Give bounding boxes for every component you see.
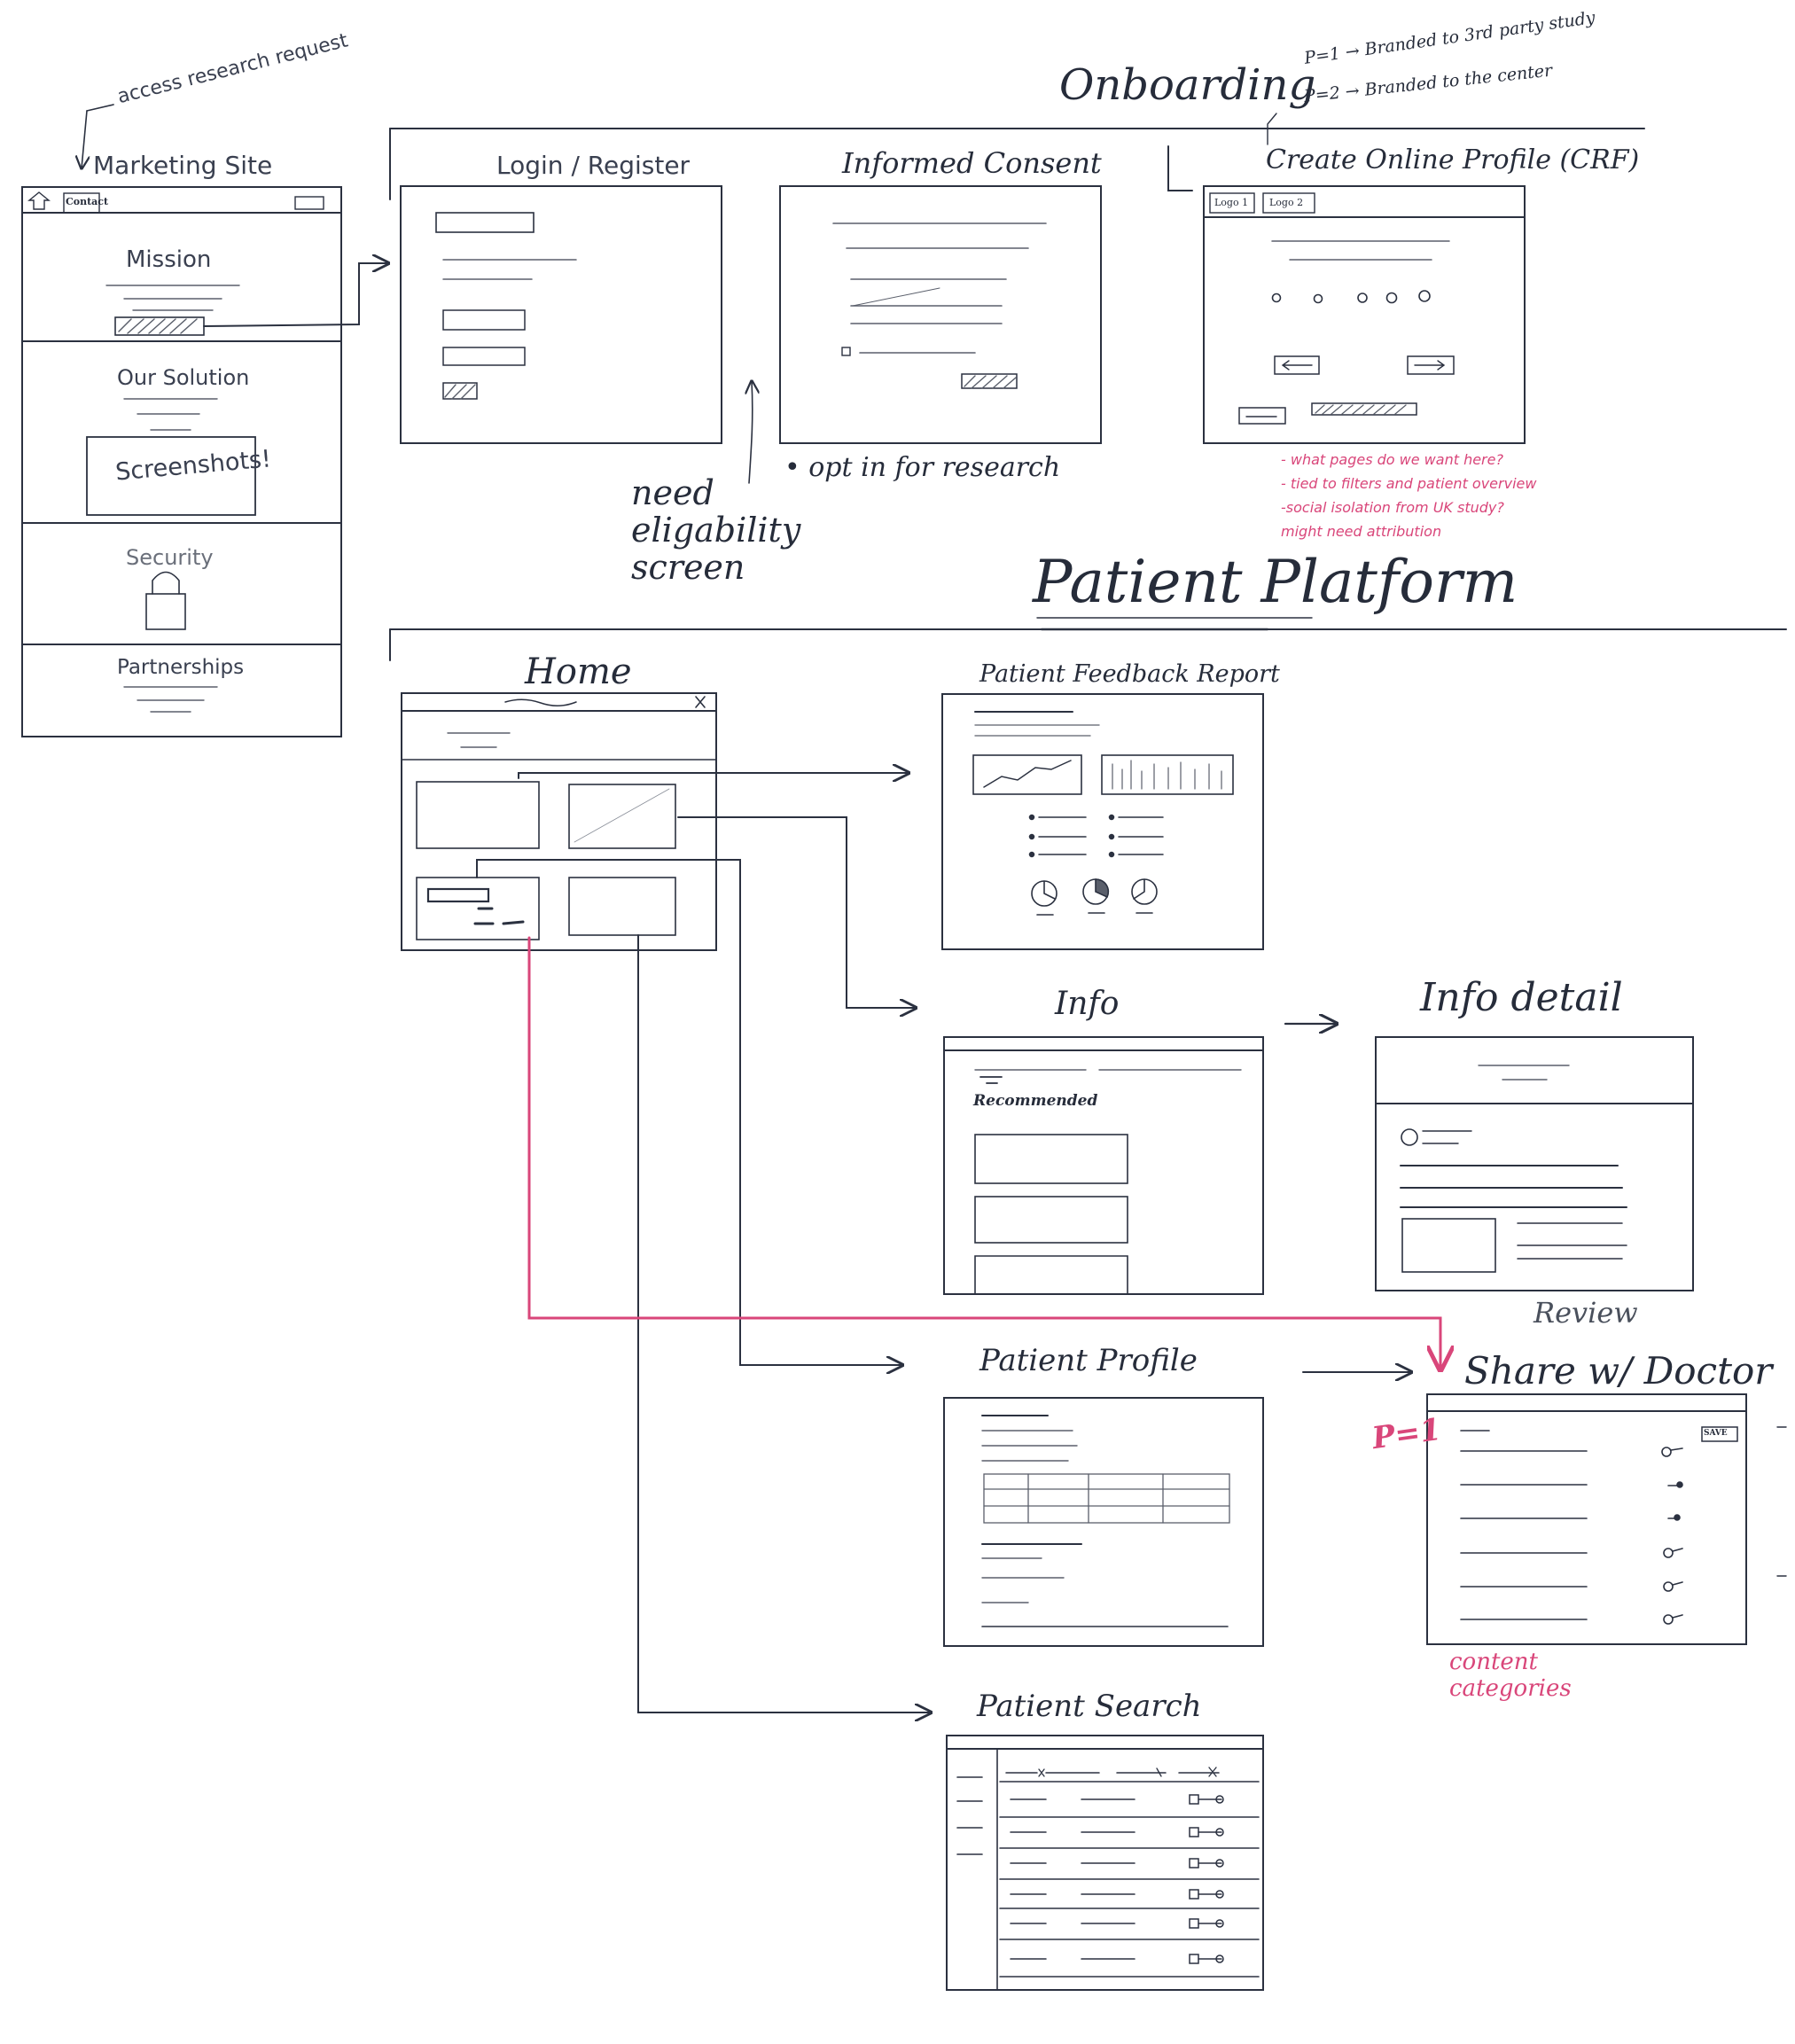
info-wireframe bbox=[943, 1036, 1264, 1295]
content-categories-note: content categories bbox=[1449, 1649, 1572, 1702]
our-solution-heading: Our Solution bbox=[117, 365, 250, 390]
create-profile-title: Create Online Profile (CRF) bbox=[1266, 144, 1640, 176]
login-register-wireframe bbox=[400, 185, 722, 444]
share-toggles bbox=[1661, 1447, 1683, 1625]
marketing-site-wireframe bbox=[21, 186, 342, 737]
marketing-to-login-connector bbox=[203, 263, 388, 327]
review-label: Review bbox=[1534, 1296, 1638, 1330]
info-detail-title: Info detail bbox=[1420, 975, 1623, 1020]
patient-search-title: Patient Search bbox=[977, 1689, 1202, 1724]
lock-icon bbox=[145, 593, 186, 630]
informed-consent-title: Informed Consent bbox=[842, 146, 1102, 180]
logo-1-tab: Logo 1 bbox=[1214, 197, 1249, 208]
info-title: Info bbox=[1055, 986, 1120, 1022]
share-doctor-wireframe bbox=[1426, 1393, 1787, 1645]
eligibility-note: need eligability screen bbox=[631, 473, 801, 587]
save-button-sketch bbox=[1701, 1426, 1738, 1442]
home-title: Home bbox=[525, 651, 632, 692]
informed-consent-wireframe bbox=[779, 185, 1102, 444]
home-to-profile-connector bbox=[476, 859, 902, 1365]
login-register-title: Login / Register bbox=[496, 151, 691, 180]
research-notes: - what pages do we want here? - tied to … bbox=[1281, 451, 1537, 540]
screenshots-box bbox=[86, 436, 256, 516]
recommended-label: Recommended bbox=[973, 1092, 1098, 1110]
info-detail-wireframe bbox=[1375, 1036, 1694, 1291]
patient-profile-title: Patient Profile bbox=[979, 1343, 1198, 1378]
feedback-report-wireframe bbox=[941, 693, 1264, 950]
patient-search-wireframe bbox=[946, 1735, 1264, 1991]
opt-in-note: • opt in for research bbox=[784, 452, 1061, 483]
next-button-sketch bbox=[1407, 355, 1455, 375]
mission-heading: Mission bbox=[126, 246, 212, 273]
pie-charts-sketch bbox=[1031, 878, 1158, 916]
home-wireframe bbox=[401, 692, 717, 951]
bar-chart-sketch bbox=[1101, 754, 1234, 795]
profile-table-sketch bbox=[983, 1473, 1230, 1524]
partnerships-heading: Partnerships bbox=[117, 656, 245, 679]
home-icon bbox=[27, 191, 51, 210]
close-icon bbox=[695, 696, 706, 708]
home-to-search-connector bbox=[637, 934, 931, 1712]
eligibility-arrow bbox=[749, 381, 753, 484]
back-button-sketch bbox=[1274, 355, 1320, 375]
security-heading: Security bbox=[126, 545, 214, 570]
patient-platform-section-title: Patient Platform bbox=[1033, 548, 1518, 616]
contact-tab: Contact bbox=[66, 196, 109, 207]
onboarding-section-title: Onboarding bbox=[1059, 60, 1316, 110]
logo-2-tab: Logo 2 bbox=[1269, 197, 1304, 208]
share-doctor-title: Share w/ Doctor bbox=[1464, 1349, 1773, 1393]
feedback-report-title: Patient Feedback Report bbox=[979, 660, 1280, 688]
patient-profile-wireframe bbox=[943, 1397, 1264, 1647]
line-chart-sketch bbox=[972, 754, 1082, 795]
opt-in-checkbox bbox=[841, 347, 851, 356]
create-profile-wireframe bbox=[1203, 185, 1526, 444]
search-result-rows bbox=[1010, 1794, 1224, 1964]
home-to-share-pink-connector bbox=[527, 936, 1440, 1369]
home-to-info-connector bbox=[677, 816, 916, 1008]
progress-dots bbox=[1271, 290, 1431, 304]
save-label: SAVE bbox=[1704, 1429, 1728, 1438]
marketing-site-title: Marketing Site bbox=[93, 151, 273, 180]
home-to-feedback-connector bbox=[518, 773, 909, 778]
